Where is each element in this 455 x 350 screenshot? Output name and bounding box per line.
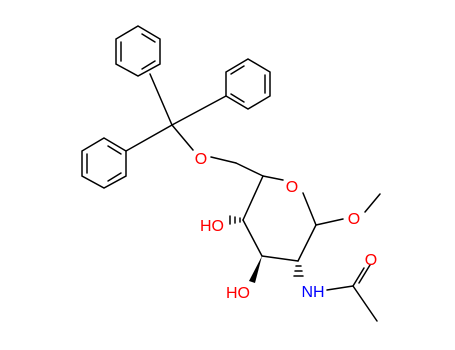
atom-ho-c3: HO <box>226 285 250 302</box>
pyranose-ring <box>242 175 317 262</box>
phenyl-ring-left <box>81 137 127 189</box>
c4-hydroxyl-hash <box>229 215 241 225</box>
acetamide-group <box>326 264 378 322</box>
atom-o-ring: O <box>286 179 298 196</box>
atom-o-methoxy: O <box>348 211 360 228</box>
trityl-bonds <box>125 73 227 152</box>
atom-nh: NH <box>301 284 324 301</box>
methoxy-group <box>315 193 381 226</box>
c2-nh-hash <box>293 265 304 277</box>
atom-ho-c4: HO <box>200 218 224 235</box>
phenyl-ring-top <box>115 25 161 77</box>
atom-o-trityl-ether: O <box>195 151 207 168</box>
atom-o-carbonyl: O <box>365 252 377 269</box>
c3-hydroxyl-wedge <box>249 256 262 283</box>
phenyl-ring-right <box>225 58 271 110</box>
linker-bonds <box>210 156 264 177</box>
